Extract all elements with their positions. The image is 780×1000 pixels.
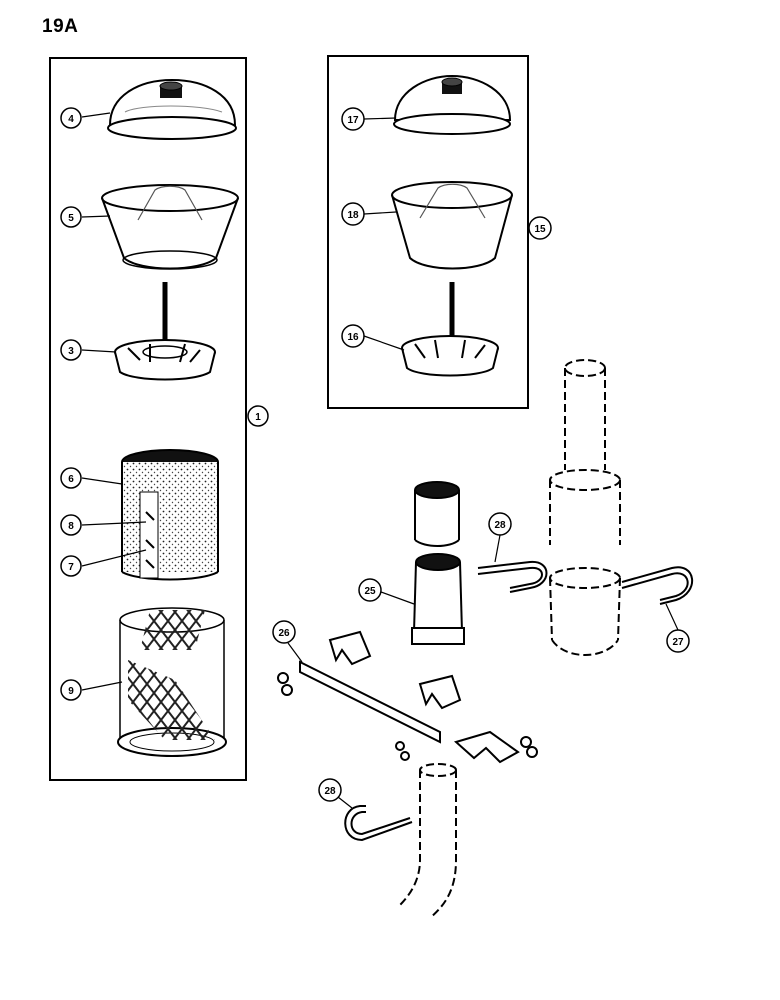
part-lower-muffler: [549, 567, 621, 656]
svg-text:18: 18: [347, 210, 359, 221]
part-9-inner-cage: [117, 607, 227, 757]
callout-1: 1: [247, 405, 269, 427]
part-17-cap: [393, 74, 512, 135]
svg-text:9: 9: [68, 686, 74, 697]
kit-15-frame: [327, 55, 529, 409]
part-4-cap: [107, 78, 237, 140]
svg-text:4: 4: [68, 114, 74, 125]
part-upper-pipe: [549, 359, 621, 545]
svg-text:6: 6: [68, 474, 74, 485]
callout-25: 25: [358, 578, 415, 605]
callout-28-upper: 28: [488, 512, 512, 563]
part-5-bowl: [101, 184, 239, 270]
callout-28-lower: 28: [318, 778, 353, 809]
svg-text:28: 28: [494, 520, 506, 531]
callout-27: 27: [665, 603, 690, 653]
svg-text:25: 25: [364, 586, 376, 597]
part-18-bowl: [391, 181, 513, 270]
part-28-ubolt-upper: [477, 560, 548, 593]
part-26-bracket: [277, 630, 538, 764]
svg-text:5: 5: [68, 213, 74, 224]
svg-text:28: 28: [324, 786, 336, 797]
callout-5: 5: [60, 206, 111, 228]
callout-26: 26: [272, 620, 303, 663]
part-28-ubolt-lower: [344, 805, 413, 842]
part-3-base: [114, 282, 216, 381]
part-6-mesh-filter: [121, 449, 219, 581]
callout-7: 7: [60, 549, 147, 577]
callout-16: 16: [341, 324, 405, 351]
svg-text:7: 7: [68, 562, 74, 573]
part-pipe-top-small: [414, 481, 460, 547]
kit-1-frame: [49, 57, 247, 781]
part-16-base: [401, 282, 499, 377]
svg-text:8: 8: [68, 521, 74, 532]
svg-text:1: 1: [255, 412, 261, 423]
svg-text:26: 26: [278, 628, 290, 639]
part-25-pipe: [411, 553, 465, 645]
callout-3: 3: [60, 339, 117, 361]
svg-text:16: 16: [347, 332, 359, 343]
callout-8: 8: [60, 514, 147, 536]
page-number-label: 19A: [42, 16, 79, 37]
callout-17: 17: [341, 107, 397, 131]
callout-15: 15: [528, 216, 552, 240]
part-27-ubolt: [621, 566, 694, 605]
part-elbow-pipe: [399, 763, 457, 919]
callout-9: 9: [60, 679, 123, 701]
callout-6: 6: [60, 467, 123, 489]
svg-text:15: 15: [534, 224, 546, 235]
svg-text:17: 17: [347, 115, 359, 126]
svg-text:3: 3: [68, 346, 74, 357]
callout-4: 4: [60, 107, 111, 129]
callout-18: 18: [341, 202, 397, 226]
svg-text:27: 27: [672, 637, 684, 648]
